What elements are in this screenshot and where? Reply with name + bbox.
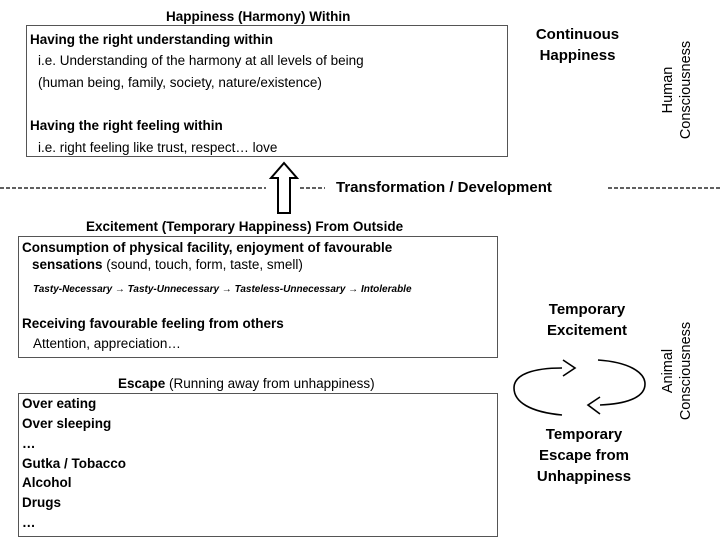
escape-item: Gutka / Tobacco (22, 456, 127, 471)
excitement-chain: Tasty-Necessary → Tasty-Unnecessary → Ta… (33, 284, 412, 295)
escape-item: … (22, 436, 36, 451)
human-consciousness-label: Human Consciousness (660, 40, 694, 140)
harmony-box: Having the right understanding within i.… (26, 25, 508, 157)
excitement-sensations: sensations (32, 257, 103, 272)
temporary-escape-label: Temporary Escape from Unhappiness (536, 426, 632, 485)
excitement-line-1: Consumption of physical facility, enjoym… (22, 240, 393, 255)
excitement-senses: (sound, touch, form, taste, smell) (102, 257, 303, 272)
escape-title-rest: (Running away from unhappiness) (165, 376, 375, 391)
harmony-line-3: (human being, family, society, nature/ex… (38, 75, 322, 90)
escape-item: Over sleeping (22, 416, 112, 431)
temporary-excitement-label: Temporary Excitement (546, 301, 628, 339)
harmony-title: Happiness (Harmony) Within (166, 9, 351, 24)
excitement-line-4: Attention, appreciation… (33, 336, 181, 351)
excitement-box: Consumption of physical facility, enjoym… (18, 236, 498, 358)
harmony-line-1: Having the right understanding within (30, 32, 273, 47)
animal-consciousness-label: Animal Consciousness (660, 321, 694, 421)
up-arrow-icon (268, 161, 300, 214)
escape-title: Escape (Running away from unhappiness) (118, 376, 375, 391)
escape-item: Over eating (22, 396, 97, 411)
harmony-line-4: Having the right feeling within (30, 118, 223, 133)
harmony-line-5: i.e. right feeling like trust, respect… … (38, 140, 278, 155)
excitement-line-3: Receiving favourable feeling from others (22, 316, 284, 331)
escape-item: Drugs (22, 495, 62, 510)
harmony-line-2: i.e. Understanding of the harmony at all… (38, 53, 364, 68)
cycle-arrows-icon (513, 359, 646, 416)
excitement-line-2: sensations (sound, touch, form, taste, s… (32, 257, 303, 272)
escape-item: Alcohol (22, 475, 72, 490)
escape-title-bold: Escape (118, 376, 166, 391)
transformation-label: Transformation / Development (336, 179, 552, 196)
excitement-title: Excitement (Temporary Happiness) From Ou… (86, 219, 404, 234)
escape-item: … (22, 515, 36, 530)
continuous-happiness-label: Continuous Happiness (535, 26, 620, 64)
escape-box: Over eating Over sleeping … Gutka / Toba… (18, 393, 498, 537)
